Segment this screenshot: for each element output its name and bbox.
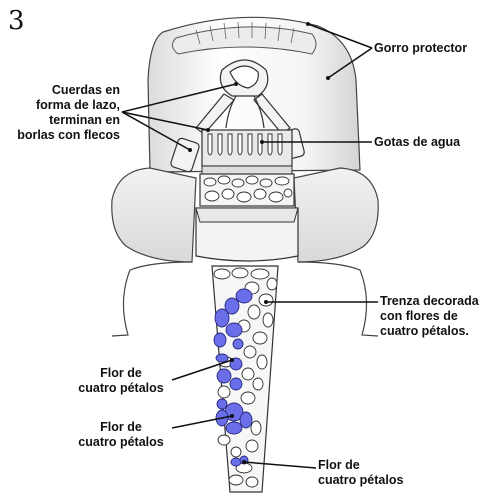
right-side-lobe: [294, 168, 378, 262]
label-flor-2-line2: cuatro pétalos: [72, 435, 170, 450]
label-cuerdas-line4: borlas con flecos: [0, 128, 120, 143]
label-gotas-de-agua: Gotas de agua: [374, 135, 460, 150]
label-gorro-protector: Gorro protector: [374, 41, 467, 56]
label-flor-1-line1: Flor de: [72, 366, 170, 381]
left-lower-drape: [112, 262, 192, 336]
label-cuerdas: Cuerdas en forma de lazo, terminan en bo…: [0, 83, 120, 143]
label-flor-2: Flor de cuatro pétalos: [72, 420, 170, 450]
label-trenza-line2: con flores de: [380, 309, 479, 324]
cord-band: [202, 166, 292, 174]
label-flor-3-line1: Flor de: [318, 458, 403, 473]
front-plate-top: [196, 208, 298, 222]
label-trenza-line3: cuatro pétalos.: [380, 324, 479, 339]
label-trenza: Trenza decorada con flores de cuatro pét…: [380, 294, 479, 339]
label-cuerdas-line1: Cuerdas en: [0, 83, 120, 98]
left-side-lobe: [112, 168, 196, 262]
label-flor-1: Flor de cuatro pétalos: [72, 366, 170, 396]
label-flor-2-line1: Flor de: [72, 420, 170, 435]
figure-number: 3: [8, 6, 25, 36]
label-cuerdas-line3: terminan en: [0, 113, 120, 128]
label-flor-1-line2: cuatro pétalos: [72, 381, 170, 396]
label-cuerdas-line2: forma de lazo,: [0, 98, 120, 113]
right-lower-drape: [298, 262, 378, 336]
label-flor-3-line2: cuatro pétalos: [318, 473, 403, 488]
label-flor-3: Flor de cuatro pétalos: [318, 458, 403, 488]
label-trenza-line1: Trenza decorada: [380, 294, 479, 309]
